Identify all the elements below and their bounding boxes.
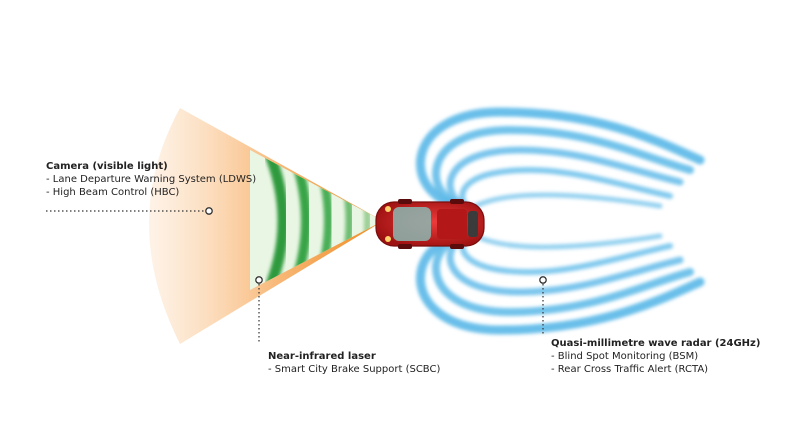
radar-item: - Rear Cross Traffic Alert (RCTA) (551, 364, 709, 375)
camera-label: Camera (visible light) - Lane Departure … (46, 160, 256, 199)
laser-label: Near-infrared laser - Smart City Brake S… (268, 350, 440, 376)
radar-item: - Blind Spot Monitoring (BSM) (551, 351, 699, 362)
camera-title: Camera (visible light) (46, 161, 168, 172)
radar-waves (416, 107, 705, 335)
radar-leader (539, 276, 547, 335)
laser-title: Near-infrared laser (268, 351, 376, 362)
camera-item: - Lane Departure Warning System (LDWS) (46, 174, 257, 185)
camera-leader (46, 207, 213, 215)
radar-title: Quasi-millimetre wave radar (24GHz) (551, 338, 761, 349)
laser-leader (255, 276, 263, 344)
laser-beam (250, 150, 383, 290)
laser-item: - Smart City Brake Support (SCBC) (268, 364, 441, 375)
camera-item: - High Beam Control (HBC) (46, 187, 180, 198)
car-icon (375, 199, 485, 249)
radar-label: Quasi-millimetre wave radar (24GHz) - Bl… (551, 337, 760, 376)
